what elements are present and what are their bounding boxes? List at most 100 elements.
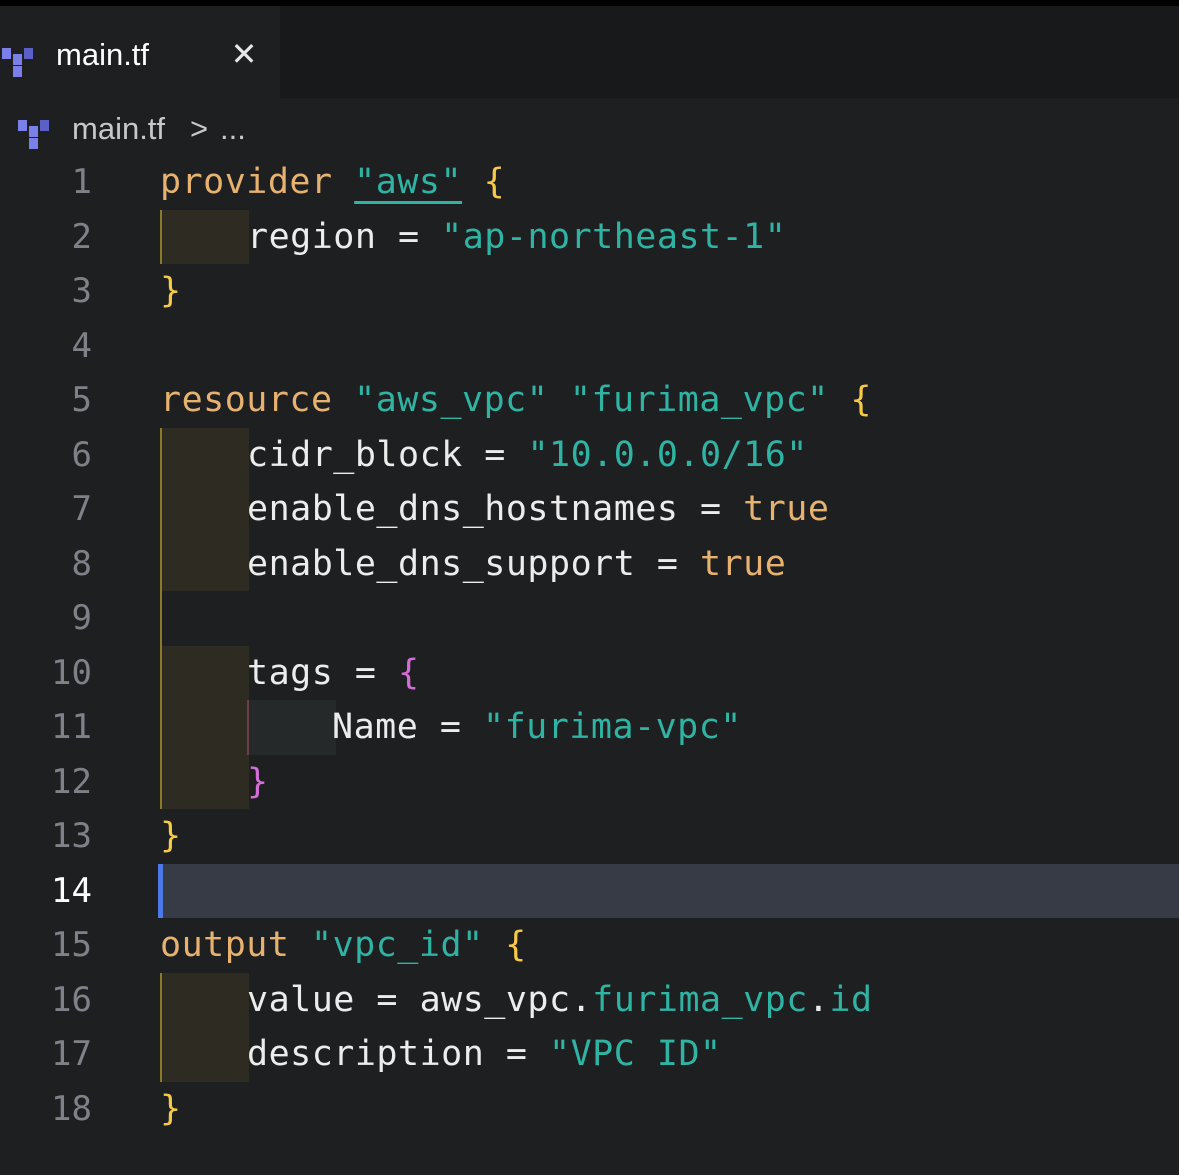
reference: aws_vpc.	[419, 979, 593, 1020]
line-number: 16	[51, 979, 92, 1020]
attribute-key: Name	[332, 707, 419, 747]
line-number: 17	[51, 1034, 92, 1074]
brace: {	[505, 925, 527, 965]
line-number: 1	[71, 162, 92, 202]
breadcrumb-separator-icon: >	[190, 111, 209, 146]
code-text: provider "aws" {	[160, 155, 505, 210]
operator: =	[462, 434, 528, 475]
code-text: }	[160, 264, 182, 319]
string: "furima_vpc"	[569, 380, 829, 420]
indent-guide	[247, 700, 336, 755]
line-number: 12	[51, 761, 92, 802]
attribute-key: description	[247, 1034, 485, 1074]
code-line: 8 enable_dns_support = true	[0, 537, 1179, 592]
line-number: 10	[51, 652, 92, 693]
code-line: 7 enable_dns_hostnames = true	[0, 482, 1179, 537]
tab-label: main.tf	[56, 37, 150, 72]
text-cursor	[158, 863, 163, 918]
attribute-key: enable_dns_support	[247, 543, 636, 584]
operator: =	[354, 979, 420, 1020]
code-text: }	[160, 809, 182, 864]
indent-guide	[160, 209, 249, 264]
string: "vpc_id"	[311, 925, 484, 965]
code-text: value = aws_vpc.furima_vpc.id	[247, 973, 873, 1028]
code-text: enable_dns_hostnames = true	[247, 482, 829, 537]
indent-guide	[160, 972, 249, 1082]
operator: =	[678, 489, 744, 529]
tab-strip: main.tf ✕	[0, 6, 1179, 98]
code-line: 11 Name = "furima-vpc"	[0, 700, 1179, 755]
breadcrumb-file[interactable]: main.tf	[72, 111, 166, 146]
indent-guide	[160, 427, 249, 809]
keyword: resource	[160, 380, 333, 420]
code-editor[interactable]: 1 provider "aws" { 2 region = "ap-northe…	[0, 155, 1179, 1135]
brace: }	[160, 1088, 182, 1129]
boolean: true	[700, 543, 787, 584]
code-text: tags = {	[247, 646, 420, 701]
attribute-key: region	[247, 216, 377, 257]
code-text: description = "VPC ID"	[247, 1027, 722, 1082]
line-number: 5	[71, 380, 92, 420]
code-line: 12 }	[0, 755, 1179, 810]
string: "aws"	[354, 162, 463, 202]
operator: =	[635, 543, 701, 584]
line-number: 9	[71, 598, 92, 638]
code-line: 2 region = "ap-northeast-1"	[0, 210, 1179, 265]
string: "VPC ID"	[549, 1034, 722, 1074]
string: "ap-northeast-1"	[441, 216, 787, 257]
brace: {	[483, 162, 506, 202]
code-line: 13 }	[0, 809, 1179, 864]
operator: =	[376, 216, 442, 257]
brace: {	[398, 652, 420, 693]
boolean: true	[743, 489, 830, 529]
code-line: 16 value = aws_vpc.furima_vpc.id	[0, 973, 1179, 1028]
code-line: 5 resource "aws_vpc" "furima_vpc" {	[0, 373, 1179, 428]
code-line: 9	[0, 591, 1179, 646]
line-number: 3	[71, 271, 92, 311]
current-line-highlight	[160, 863, 1179, 918]
code-text: resource "aws_vpc" "furima_vpc" {	[160, 373, 872, 428]
line-number: 18	[51, 1088, 92, 1129]
attribute-key: value	[247, 979, 355, 1020]
code-text: enable_dns_support = true	[247, 537, 786, 592]
line-number: 6	[71, 434, 92, 475]
brace: }	[160, 271, 182, 311]
code-line: 18 }	[0, 1082, 1179, 1137]
reference-attr: id	[829, 979, 873, 1020]
reference-attr: furima_vpc	[592, 979, 808, 1020]
line-number: 8	[71, 543, 92, 584]
terraform-icon	[2, 42, 38, 77]
line-number: 14	[51, 870, 92, 911]
code-text: }	[160, 1082, 182, 1137]
code-text: region = "ap-northeast-1"	[247, 210, 786, 265]
reference-dot: .	[807, 979, 830, 1020]
operator: =	[418, 707, 484, 747]
operator: =	[484, 1034, 550, 1074]
brace: }	[247, 761, 269, 802]
code-line: 3 }	[0, 264, 1179, 319]
window-top-edge	[0, 0, 1179, 6]
string: "10.0.0.0/16"	[527, 434, 808, 475]
attribute-key: tags	[247, 652, 334, 693]
string: "aws_vpc"	[354, 380, 549, 420]
code-line: 15 output "vpc_id" {	[0, 918, 1179, 973]
code-line: 10 tags = {	[0, 646, 1179, 701]
brace: {	[850, 380, 872, 420]
code-line: 6 cidr_block = "10.0.0.0/16"	[0, 428, 1179, 483]
indent-guide	[160, 427, 249, 591]
code-line: 4	[0, 319, 1179, 374]
keyword: provider	[160, 162, 333, 202]
tab-main-tf[interactable]: main.tf ✕	[0, 6, 280, 98]
code-line: 17 description = "VPC ID"	[0, 1027, 1179, 1082]
code-line: 1 provider "aws" {	[0, 155, 1179, 210]
breadcrumb: main.tf > ...	[0, 100, 1179, 158]
line-number: 2	[71, 216, 92, 257]
code-text: output "vpc_id" {	[160, 918, 527, 973]
line-number: 13	[51, 816, 92, 856]
breadcrumb-more[interactable]: ...	[220, 111, 246, 146]
code-text: Name = "furima-vpc"	[332, 700, 742, 755]
close-icon[interactable]: ✕	[230, 36, 258, 72]
line-number: 15	[51, 925, 92, 965]
attribute-key: cidr_block	[247, 434, 463, 475]
attribute-key: enable_dns_hostnames	[247, 489, 679, 529]
